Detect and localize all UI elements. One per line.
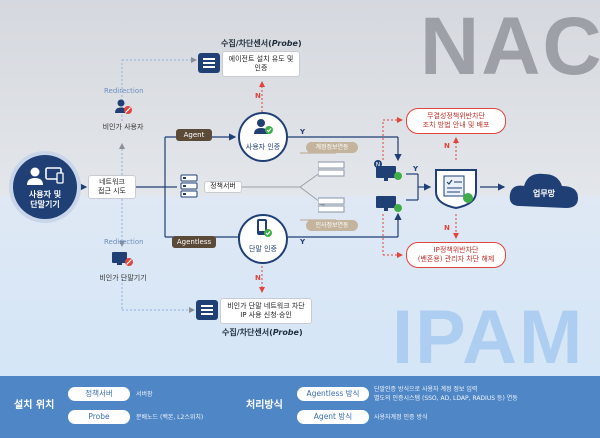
policy-server-box: 정책서버 bbox=[204, 181, 242, 193]
probe-bottom-line-2: IP 사용 신청·승인 bbox=[240, 311, 292, 319]
install-location-title: 설치 위치 bbox=[14, 400, 55, 411]
user-device-label-2: 단말기기 bbox=[30, 200, 60, 209]
svg-text:N: N bbox=[376, 162, 381, 169]
redirection-top-caption: 비인가 사용자 bbox=[102, 123, 144, 131]
probe-bottom-title-prefix: 수집/차단센서( bbox=[222, 328, 273, 337]
business-network-cloud: 업무망 bbox=[506, 166, 582, 212]
install-desc-probe: 분배노드 (백본, L2스위치) bbox=[136, 414, 204, 421]
process-desc-agent: 사용자계정 인증 방식 bbox=[374, 414, 428, 421]
database-icon-bottom bbox=[317, 196, 348, 214]
process-desc-agentless-2: 별도의 인증시스템 (SSO, AD, LDAP, RADIUS 등) 연동 bbox=[374, 395, 518, 402]
account-info-link: 계정정보연동 bbox=[306, 142, 358, 153]
marker-n-right-bottom: N bbox=[444, 224, 450, 232]
ipam-watermark: IPAM bbox=[392, 295, 585, 380]
install-desc-policy-server: 서버팜 bbox=[136, 391, 153, 398]
ipam-background-band bbox=[0, 196, 600, 376]
unauthorized-device-icon bbox=[111, 250, 135, 268]
probe-bottom-icon bbox=[196, 300, 218, 320]
user-device-label-1: 사용자 및 bbox=[28, 190, 62, 199]
probe-top-title-italic: Probe bbox=[271, 39, 298, 48]
integrity-violation-box: 무결성정책위반차단 조치 방법 안내 및 배포 bbox=[406, 108, 506, 134]
marker-n-right-top: N bbox=[444, 142, 450, 150]
marker-n-bottom: N bbox=[255, 274, 261, 282]
agentless-path-label: Agentless bbox=[172, 236, 216, 248]
probe-top-icon bbox=[198, 53, 220, 73]
network-access-box: 네트워크 접근 시도 bbox=[88, 175, 136, 199]
marker-y-top: Y bbox=[300, 128, 306, 136]
ip-violation-box: IP정책위반차단 (벤혼용) 관리자 차단 해제 bbox=[406, 242, 506, 268]
probe-bottom-title: 수집/차단센서(Probe) bbox=[222, 327, 303, 338]
probe-bottom-box: 비인가 단말 네트워크 차단 IP 사용 신청·승인 bbox=[220, 298, 312, 324]
nac-watermark: NAC bbox=[420, 1, 600, 92]
integrity-violation-line-1: 무결성정책위반차단 bbox=[427, 112, 485, 120]
nac-background-band bbox=[0, 0, 600, 196]
probe-top-title-suffix: ) bbox=[297, 39, 302, 48]
redirection-bottom-label: Redirection bbox=[104, 238, 144, 246]
user-auth-label: 사용자 인증 bbox=[245, 143, 281, 151]
ip-violation-line-2: (벤혼용) 관리자 차단 해제 bbox=[417, 255, 495, 263]
policy-server-icon bbox=[180, 174, 198, 200]
user-device-node: 사용자 및 단말기기 bbox=[13, 155, 77, 219]
probe-bottom-line-1: 비인가 단말 네트워크 차단 bbox=[227, 302, 305, 310]
unauthorized-user-icon bbox=[112, 98, 134, 116]
process-method-title: 처리방식 bbox=[246, 400, 283, 411]
database-icon-top bbox=[317, 160, 348, 178]
redirection-top-label: Redirection bbox=[104, 87, 144, 95]
install-pill-policy-server: 정책서버 bbox=[68, 387, 130, 401]
agent-path-label: Agent bbox=[176, 129, 212, 141]
user-auth-icon bbox=[252, 117, 274, 137]
probe-top-line-2: 인증 bbox=[254, 64, 268, 72]
redirection-bottom-caption: 비인가 단말기기 bbox=[99, 274, 147, 282]
device-auth-label: 단말 인증 bbox=[249, 245, 277, 253]
integrity-violation-line-2: 조치 방법 안내 및 배포 bbox=[422, 121, 490, 129]
probe-top-title: 수집/차단센서(Probe) bbox=[221, 38, 302, 49]
install-pill-probe: Probe bbox=[68, 410, 130, 424]
network-access-line-1: 네트워크 bbox=[99, 178, 125, 186]
hr-info-link: 인사정보연동 bbox=[306, 220, 358, 231]
probe-top-title-prefix: 수집/차단센서( bbox=[221, 39, 272, 48]
user-device-icon bbox=[27, 167, 64, 185]
device-auth-icon bbox=[254, 218, 274, 240]
process-pill-agentless: Agentless 방식 bbox=[297, 387, 369, 401]
marker-n-top: N bbox=[255, 92, 261, 100]
policy-check-icon bbox=[432, 164, 480, 210]
probe-top-box: 에이전트 설치 유도 및 인증 bbox=[222, 51, 300, 77]
network-access-line-2: 접근 시도 bbox=[98, 187, 126, 195]
cloud-icon bbox=[509, 173, 578, 208]
footer-band bbox=[0, 376, 600, 438]
switch-top-icon: N bbox=[370, 160, 404, 182]
switch-bottom-icon bbox=[370, 192, 404, 214]
probe-bottom-title-suffix: ) bbox=[298, 328, 303, 337]
business-network-label: 업무망 bbox=[532, 189, 556, 198]
marker-y-bottom: Y bbox=[300, 238, 306, 246]
process-pill-agent: Agent 방식 bbox=[297, 410, 369, 424]
probe-bottom-title-italic: Probe bbox=[272, 328, 299, 337]
marker-y-right: Y bbox=[413, 165, 419, 173]
process-desc-agentless-1: 단말인증 방식으로 사용자 계정 정보 입력 bbox=[374, 386, 478, 393]
probe-top-line-1: 에이전트 설치 유도 및 bbox=[228, 55, 294, 63]
ip-violation-line-1: IP정책위반차단 bbox=[433, 246, 479, 254]
